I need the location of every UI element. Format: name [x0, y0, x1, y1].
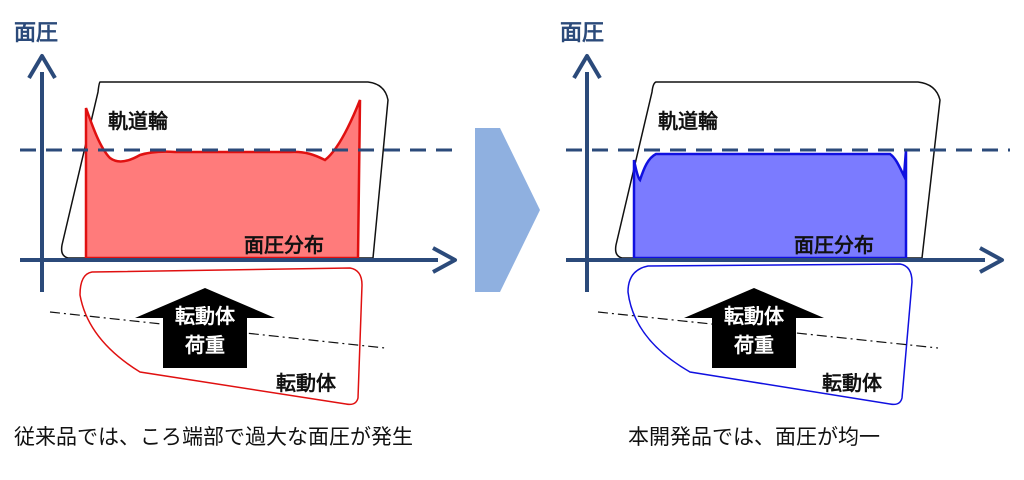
- left-pressure-distribution: [84, 99, 362, 260]
- left-panel: 面圧 軌道輪 面圧分布 転動体 荷重 転動体 従来品では、ころ端部で過大な面圧が…: [14, 21, 460, 449]
- right-raceway-outline: [614, 81, 941, 259]
- left-caption: 従来品では、ころ端部で過大な面圧が発生: [14, 425, 413, 449]
- right-load-arrow: [684, 288, 824, 368]
- right-raceway-label: 軌道輪: [658, 109, 719, 133]
- left-axis-title: 面圧: [14, 21, 58, 46]
- right-roller-label: 転動体: [822, 371, 883, 395]
- right-caption: 本開発品では、面圧が均一: [628, 425, 880, 449]
- left-distribution-label: 面圧分布: [244, 233, 324, 257]
- right-panel: 面圧 軌道輪 面圧分布 転動体 荷重 転動体 本開発品では、面圧が均一: [560, 21, 1010, 449]
- left-roller-label: 転動体: [276, 371, 337, 395]
- right-load-label-line2: 荷重: [734, 333, 774, 357]
- right-distribution-label: 面圧分布: [794, 233, 874, 257]
- left-raceway-outline: [60, 81, 389, 259]
- right-roller-centerline: [597, 311, 939, 349]
- left-x-axis-arrowhead: [432, 246, 457, 274]
- right-roller-outline: [627, 263, 913, 406]
- right-axis-title: 面圧: [560, 21, 604, 46]
- right-y-axis-arrowhead: [572, 54, 602, 80]
- right-load-label-line1: 転動体: [724, 304, 785, 328]
- left-roller-outline: [79, 267, 363, 406]
- left-load-label-line1: 転動体: [175, 304, 236, 328]
- left-raceway-label: 軌道輪: [108, 109, 169, 133]
- right-pressure-distribution: [632, 149, 908, 260]
- left-load-label-line2: 荷重: [185, 333, 225, 357]
- transition-arrow: [475, 128, 540, 292]
- left-load-arrow: [135, 288, 275, 368]
- right-x-axis-arrowhead: [979, 246, 1004, 274]
- left-y-axis-arrowhead: [27, 54, 57, 80]
